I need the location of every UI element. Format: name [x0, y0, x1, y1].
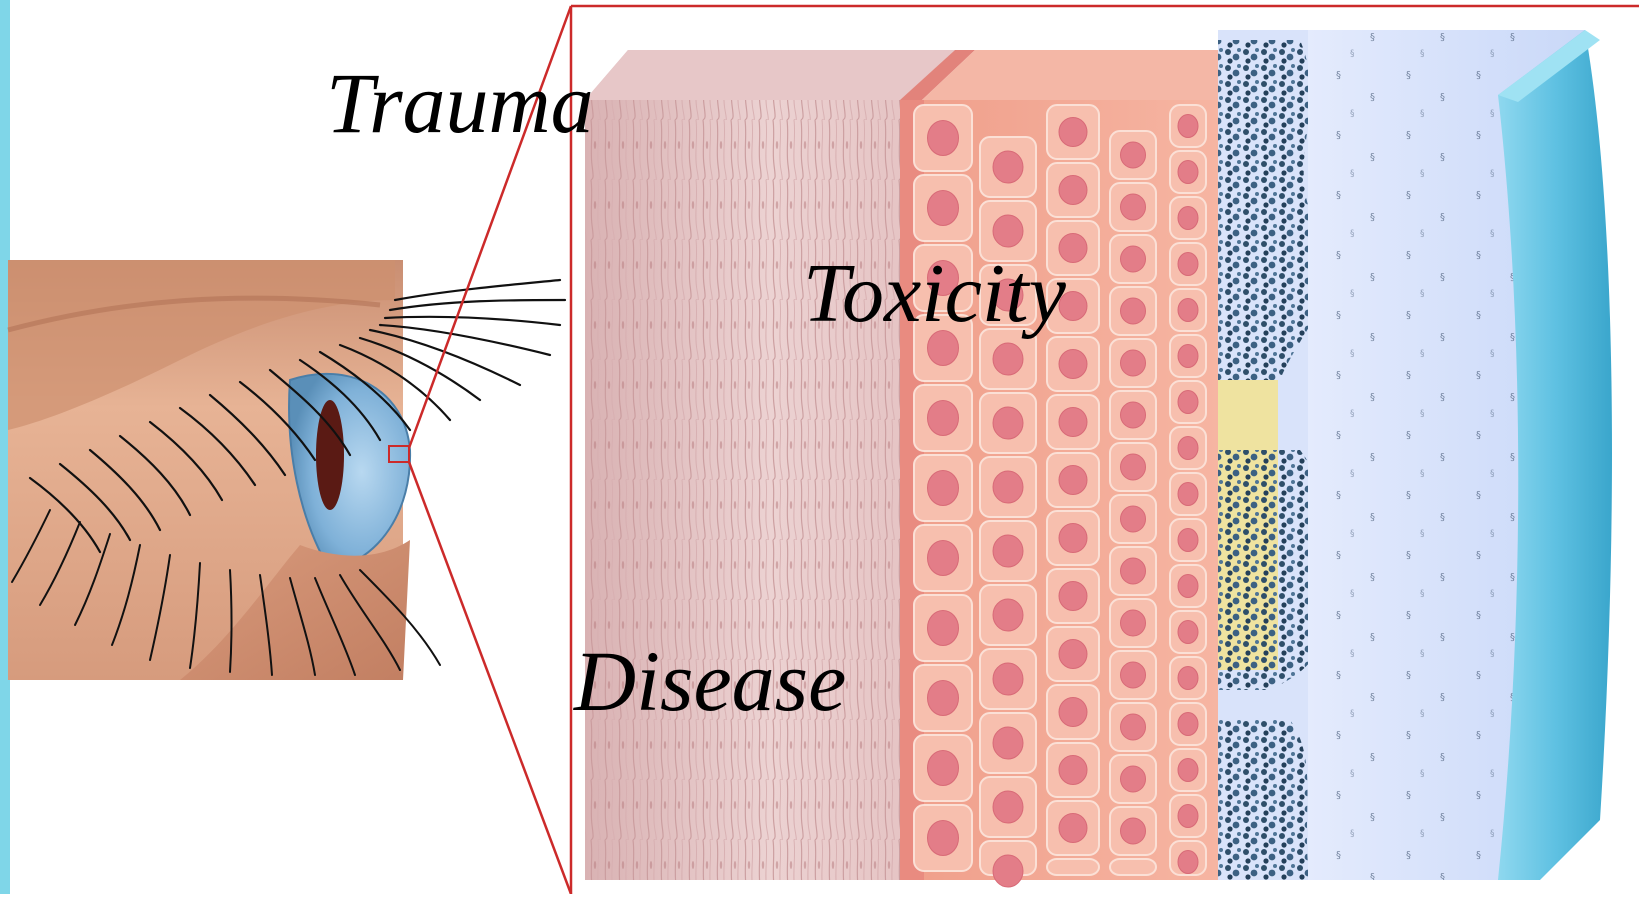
- cell-nucleus: [1059, 118, 1087, 147]
- cell-nucleus: [1178, 713, 1198, 736]
- epithelium-top-face: [922, 50, 1260, 100]
- cell-nucleus: [928, 751, 959, 786]
- cell-nucleus: [1059, 466, 1087, 495]
- cell-nucleus: [1121, 662, 1146, 688]
- cell-nucleus: [928, 401, 959, 436]
- cell-nucleus: [928, 191, 959, 226]
- cell-nucleus: [993, 663, 1023, 695]
- cell-nucleus: [993, 599, 1023, 631]
- cell-nucleus: [1121, 506, 1146, 532]
- cell-nucleus: [1121, 350, 1146, 376]
- cell-nucleus: [993, 471, 1023, 503]
- label-toxicity: Toxicity: [803, 252, 1066, 336]
- mucin-cluster-middle: [1218, 450, 1322, 690]
- cell-nucleus: [1178, 575, 1198, 598]
- cell-nucleus: [928, 471, 959, 506]
- cell-nucleus: [1178, 299, 1198, 322]
- label-disease: Disease: [574, 638, 846, 724]
- cell-nucleus: [1178, 161, 1198, 184]
- cell-nucleus: [993, 215, 1023, 247]
- label-trauma: Trauma: [326, 60, 594, 146]
- cell-nucleus: [1059, 582, 1087, 611]
- cell-nucleus: [1178, 207, 1198, 230]
- cell-nucleus: [1059, 524, 1087, 553]
- cell-nucleus: [993, 343, 1023, 375]
- tissue-cross-section: [585, 30, 1612, 887]
- mucin-cluster-lower: [1218, 720, 1310, 880]
- cell-nucleus: [928, 541, 959, 576]
- cell-nucleus: [1178, 851, 1198, 874]
- cell-nucleus: [1178, 529, 1198, 552]
- cell-nucleus: [1121, 454, 1146, 480]
- cell-nucleus: [1059, 756, 1087, 785]
- cell-nucleus: [1178, 115, 1198, 138]
- cell-nucleus: [993, 151, 1023, 183]
- cell-nucleus: [1121, 558, 1146, 584]
- cell-nucleus: [1178, 805, 1198, 828]
- cell-nucleus: [1178, 759, 1198, 782]
- cell-nucleus: [1121, 714, 1146, 740]
- cell-nucleus: [993, 407, 1023, 439]
- cell-nucleus: [1121, 818, 1146, 844]
- cell-nucleus: [1059, 814, 1087, 843]
- cell-nucleus: [1178, 391, 1198, 414]
- cell-nucleus: [1121, 610, 1146, 636]
- cell-nucleus: [928, 681, 959, 716]
- cell-nucleus: [993, 727, 1023, 759]
- cell-nucleus: [928, 821, 959, 856]
- cell-nucleus: [1059, 698, 1087, 727]
- cell-nucleus: [1059, 408, 1087, 437]
- cell-nucleus: [1121, 246, 1146, 272]
- cell-nucleus: [993, 855, 1023, 887]
- stroma-fibers: [585, 100, 900, 880]
- cell-nucleus: [1121, 142, 1146, 168]
- eye-illustration: [8, 260, 565, 680]
- cell-nucleus: [993, 791, 1023, 823]
- cell-nucleus: [1121, 194, 1146, 220]
- cell-nucleus: [1178, 621, 1198, 644]
- cell-nucleus: [1178, 253, 1198, 276]
- cell-nucleus: [1121, 402, 1146, 428]
- zoom-connector-bottom: [409, 462, 571, 894]
- cell-nucleus: [1059, 640, 1087, 669]
- cell-nucleus: [928, 121, 959, 156]
- tear-film-molecules: [1308, 95, 1530, 880]
- cell-nucleus: [1059, 176, 1087, 205]
- epithelial-cell: [1110, 859, 1156, 875]
- stroma-top-face: [585, 50, 955, 100]
- cell-nucleus: [928, 611, 959, 646]
- cell-nucleus: [993, 535, 1023, 567]
- cell-nucleus: [1121, 298, 1146, 324]
- cell-nucleus: [1121, 766, 1146, 792]
- epithelial-cell: [1047, 859, 1099, 875]
- cell-nucleus: [1178, 345, 1198, 368]
- cell-nucleus: [1178, 667, 1198, 690]
- cell-nucleus: [1059, 350, 1087, 379]
- cell-nucleus: [1178, 437, 1198, 460]
- cell-nucleus: [1178, 483, 1198, 506]
